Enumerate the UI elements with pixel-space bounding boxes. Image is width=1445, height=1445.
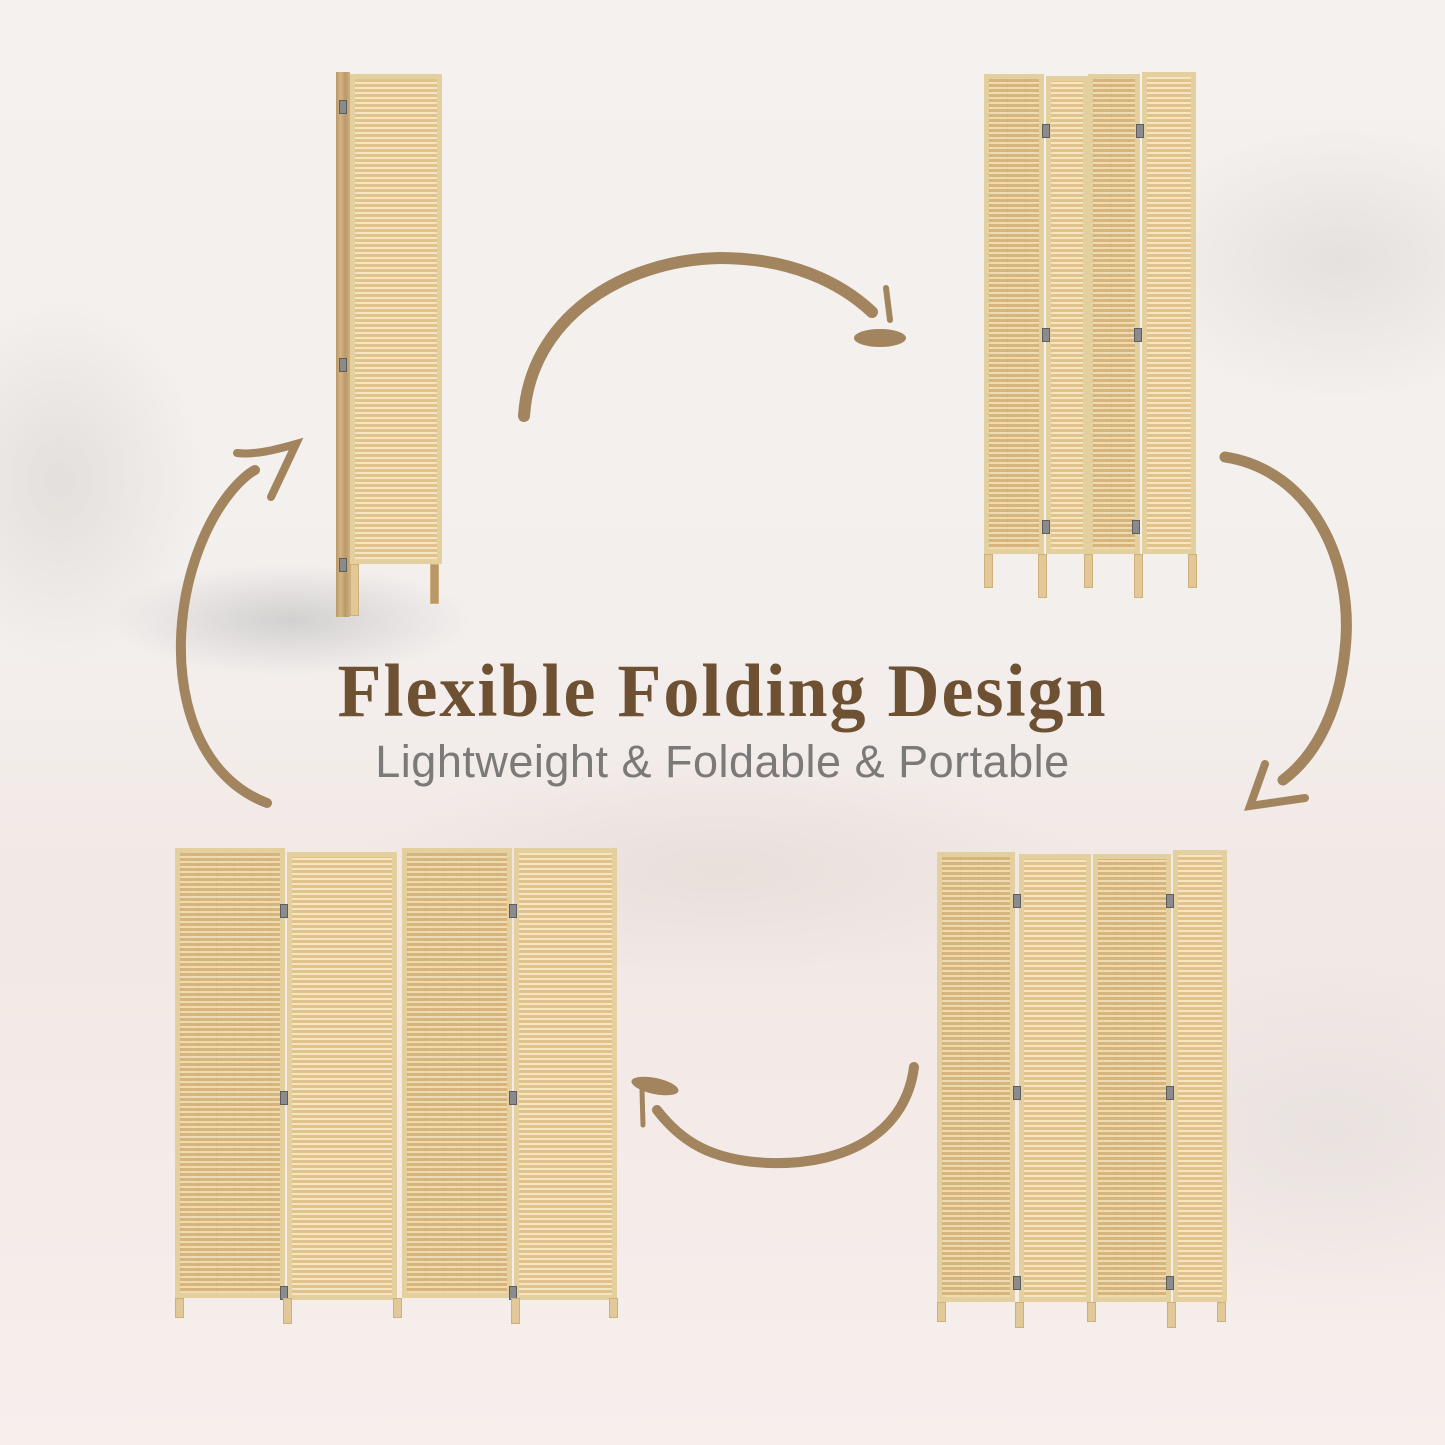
panel-3: [402, 848, 512, 1298]
leg: [350, 564, 359, 616]
leg: [283, 1298, 292, 1324]
panel-4: [514, 848, 617, 1300]
leg: [937, 1302, 946, 1322]
panel-2: [1019, 854, 1091, 1302]
leg: [1217, 1302, 1226, 1322]
panel-1: [984, 74, 1044, 554]
leg: [984, 554, 993, 588]
screen-zigzag-open-illustration: [937, 848, 1227, 1328]
hinge: [1134, 328, 1142, 342]
leg: [430, 564, 439, 604]
leg: [609, 1298, 618, 1318]
leg: [175, 1298, 184, 1318]
hinge: [1013, 1086, 1021, 1100]
leg: [1015, 1302, 1024, 1328]
folded-panel-edges: [336, 72, 350, 617]
leg: [1038, 554, 1047, 598]
hinge: [1013, 1276, 1021, 1290]
hinge: [509, 904, 517, 918]
hinge: [1013, 894, 1021, 908]
hinge: [1136, 124, 1144, 138]
leg: [1134, 554, 1143, 598]
hinge: [1166, 1276, 1174, 1290]
hinge: [1042, 124, 1050, 138]
leg: [1087, 1302, 1096, 1322]
leg: [1188, 554, 1197, 588]
hinge: [339, 558, 347, 572]
leg: [1084, 554, 1093, 588]
panel-1: [937, 852, 1015, 1302]
panel-4: [1173, 850, 1227, 1302]
screen-zigzag-folded-illustration: [984, 70, 1199, 630]
hinge: [280, 1091, 288, 1105]
panel-2: [287, 852, 397, 1300]
hinge: [1042, 520, 1050, 534]
panel-3: [1088, 74, 1140, 554]
front-panel: [350, 74, 442, 564]
panel-4: [1142, 72, 1196, 554]
panel-1: [175, 848, 285, 1298]
hinge: [1132, 520, 1140, 534]
headline-title: Flexible Folding Design: [337, 648, 1108, 733]
panel-3: [1093, 854, 1171, 1302]
leg: [1167, 1302, 1176, 1328]
hinge: [339, 100, 347, 114]
leg: [511, 1298, 520, 1324]
leg: [393, 1298, 402, 1318]
hinge: [509, 1091, 517, 1105]
hinge: [280, 904, 288, 918]
panel-2: [1046, 76, 1088, 554]
headline-subtitle: Lightweight & Foldable & Portable: [375, 736, 1070, 787]
hinge: [339, 358, 347, 372]
hinge: [1042, 328, 1050, 342]
hinge: [1166, 894, 1174, 908]
screen-open-illustration: [175, 846, 620, 1326]
hinge: [1166, 1086, 1174, 1100]
screen-folded-illustration: [330, 70, 445, 620]
